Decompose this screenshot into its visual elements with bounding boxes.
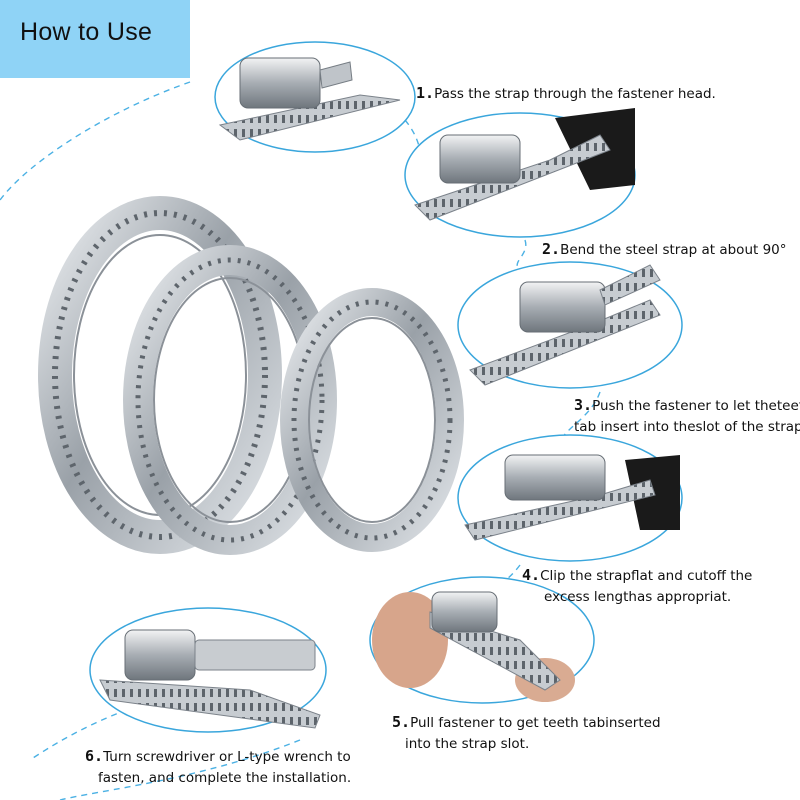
strap-coil-small [280,288,464,552]
step-3-text: 3.Push the fastener to let theteeth tab … [574,396,800,435]
step-1-image [214,41,416,153]
step-1-text: 1.Pass the strap through the fastener he… [416,84,716,102]
page-title: How to Use [20,18,153,46]
step-5-image [369,576,595,704]
how-to-use-header [0,0,190,78]
step-6-image [89,607,327,733]
step-5-text: 5.Pull fastener to get teeth tabinserted… [392,713,661,752]
strap-coil-medium [123,245,337,555]
step-2-text: 2.Bend the steel strap at about 90° [542,240,787,258]
step-4-image [457,434,683,562]
step-2-image [404,108,636,238]
step-4-text: 4.Clip the strapflat and cutoff the exce… [522,566,753,605]
step-3-image [457,261,683,389]
step-6-text: 6.Turn screwdriver or L-type wrench to f… [85,747,352,786]
